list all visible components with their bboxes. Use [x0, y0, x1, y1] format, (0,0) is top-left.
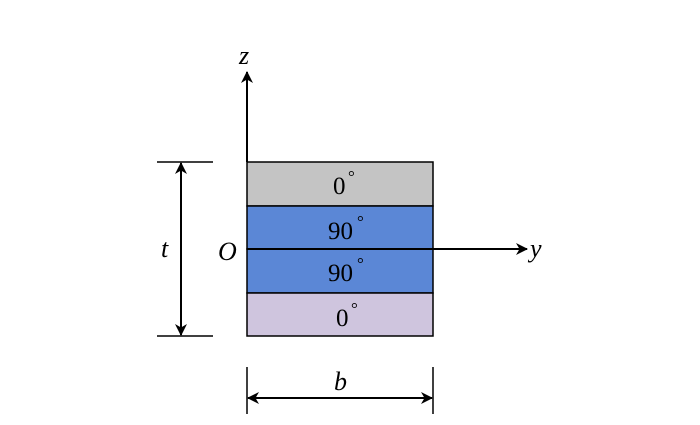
width-label: b	[334, 367, 347, 396]
thickness-label: t	[161, 234, 169, 263]
ply-3-degree-symbol: °	[357, 254, 364, 273]
width-dimension: b	[246, 367, 434, 414]
ply-1-angle-value: 0	[333, 173, 346, 200]
z-axis-label: z	[238, 41, 249, 70]
ply-3-angle-label: 90	[328, 260, 353, 287]
y-axis-label: y	[527, 234, 542, 263]
ply-2-degree-symbol: °	[357, 212, 364, 231]
ply-2-layer	[246, 205, 434, 250]
ply-4-angle-value: 0	[336, 305, 349, 332]
ply-2-angle-value: 90	[328, 218, 353, 245]
ply-1-angle-label: 0	[333, 173, 346, 200]
origin-label: O	[218, 237, 237, 266]
ply-2-angle-label: 90	[328, 218, 353, 245]
ply-3-angle-value: 90	[328, 260, 353, 287]
ply-4-layer	[246, 292, 434, 337]
ply-4-angle-label: 0	[336, 305, 349, 332]
ply-4-degree-symbol: °	[351, 299, 358, 318]
thickness-dimension: t	[157, 161, 213, 337]
ply-1-degree-symbol: °	[348, 167, 355, 186]
ply-1-layer	[246, 161, 434, 207]
